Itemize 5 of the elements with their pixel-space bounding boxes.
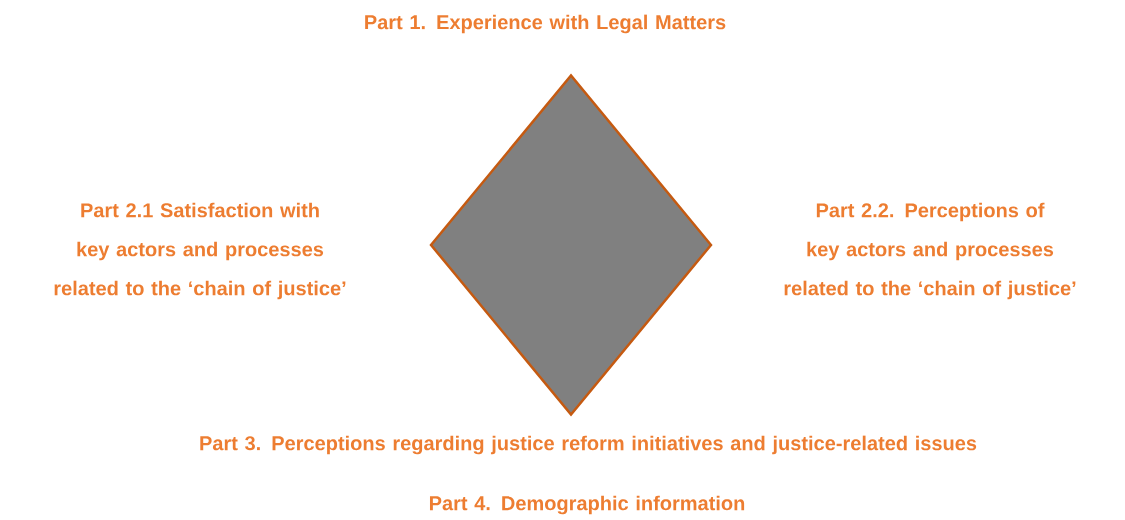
part-heading: Part 1. Experience with Legal Matters [365, 14, 726, 34]
part-heading: Part 2.2. Perceptions of key actors and processes related to the ‘chain of justice’ [784, 202, 1076, 300]
part-heading: Part 2.1 Satisfaction with key actors and processes related to the ‘chain of justice’ [54, 202, 346, 300]
part-heading: Part 3. Perceptions regarding justice reform initiatives and justice-related issues [200, 435, 977, 455]
part-heading: Part 4. Demographic information [430, 495, 745, 515]
